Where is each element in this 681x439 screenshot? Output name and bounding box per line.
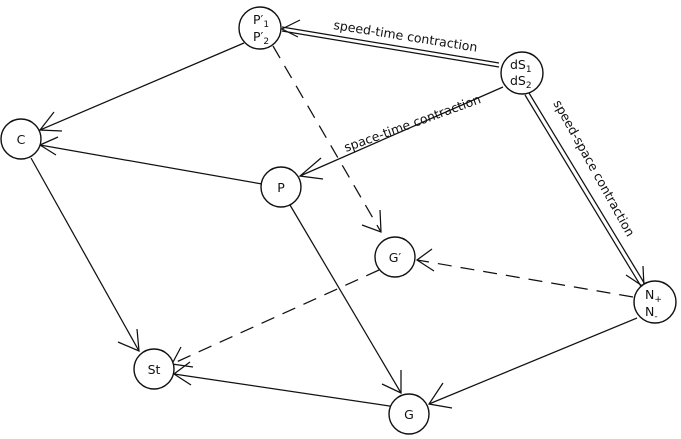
node-g-prime-circle: [374, 236, 416, 278]
node-p-prime-line1: P′1: [253, 12, 269, 30]
node-c-circle: [0, 118, 42, 160]
node-ds: dS1 dS2: [500, 51, 544, 95]
node-st: St: [133, 348, 175, 390]
arrowhead-at-p-from-ds: [298, 157, 324, 180]
node-p: P: [260, 166, 302, 208]
arrowhead-at-gprime-from-n: [415, 248, 435, 272]
edge-gprime-to-st-dashed: [171, 269, 380, 365]
edge-ds-to-pprime-b: [281, 30, 500, 68]
node-p-prime-circle: [238, 6, 282, 50]
arrowhead-at-g-from-p: [381, 370, 402, 394]
edge-ds-to-p: [299, 86, 504, 177]
node-g-prime: G′: [374, 236, 416, 278]
edge-pprime-to-c: [39, 42, 245, 131]
node-p-prime-line2: P′2: [253, 29, 269, 47]
edge-pprime-to-gprime-dashed: [272, 45, 382, 233]
node-c-label: C: [17, 132, 26, 147]
edge-p-to-c: [39, 144, 263, 185]
label-speed-space: speed-space contraction: [550, 97, 638, 239]
edge-ds-to-pprime-a: [281, 26, 500, 64]
arrowhead-at-c-from-pprime: [38, 111, 63, 132]
edge-g-to-st: [173, 373, 397, 408]
arrowhead-at-st-from-c: [117, 328, 140, 352]
node-g: G: [388, 393, 430, 435]
edges: [30, 26, 647, 408]
node-st-circle: [133, 348, 175, 390]
node-p-prime: P′1 P′2: [238, 6, 282, 50]
node-ds-line2: dS2: [510, 73, 532, 91]
edge-ds-to-n-a: [524, 94, 643, 289]
node-g-label: G: [404, 407, 414, 422]
arrowheads: [38, 19, 645, 409]
node-n-line1: N+: [645, 287, 662, 305]
node-p-circle: [260, 166, 302, 208]
label-space-time: space-time contraction: [342, 91, 483, 154]
node-p-label: P: [277, 180, 285, 195]
label-speed-time: speed-time contraction: [333, 17, 479, 55]
node-ds-circle: [500, 51, 544, 95]
arrowhead-at-g-from-n: [427, 382, 453, 409]
node-ds-line1: dS1: [510, 57, 532, 75]
node-n-circle: [633, 280, 677, 324]
arrowhead-at-st-from-gprime: [171, 346, 194, 368]
edge-c-to-st: [30, 157, 140, 352]
node-g-circle: [388, 393, 430, 435]
node-n-line2: N-: [645, 304, 658, 322]
edge-ds-to-n-b: [528, 92, 647, 287]
node-n: N+ N-: [633, 280, 677, 324]
node-g-prime-label: G′: [389, 250, 402, 265]
edge-n-to-gprime-dashed: [416, 259, 634, 298]
node-st-label: St: [148, 362, 161, 377]
node-c: C: [0, 118, 42, 160]
edge-p-to-g: [289, 204, 402, 394]
arrowhead-at-pprime-from-ds: [280, 19, 301, 38]
arrowhead-at-gprime-from-pprime: [361, 209, 382, 233]
edge-n-to-g: [428, 317, 638, 405]
